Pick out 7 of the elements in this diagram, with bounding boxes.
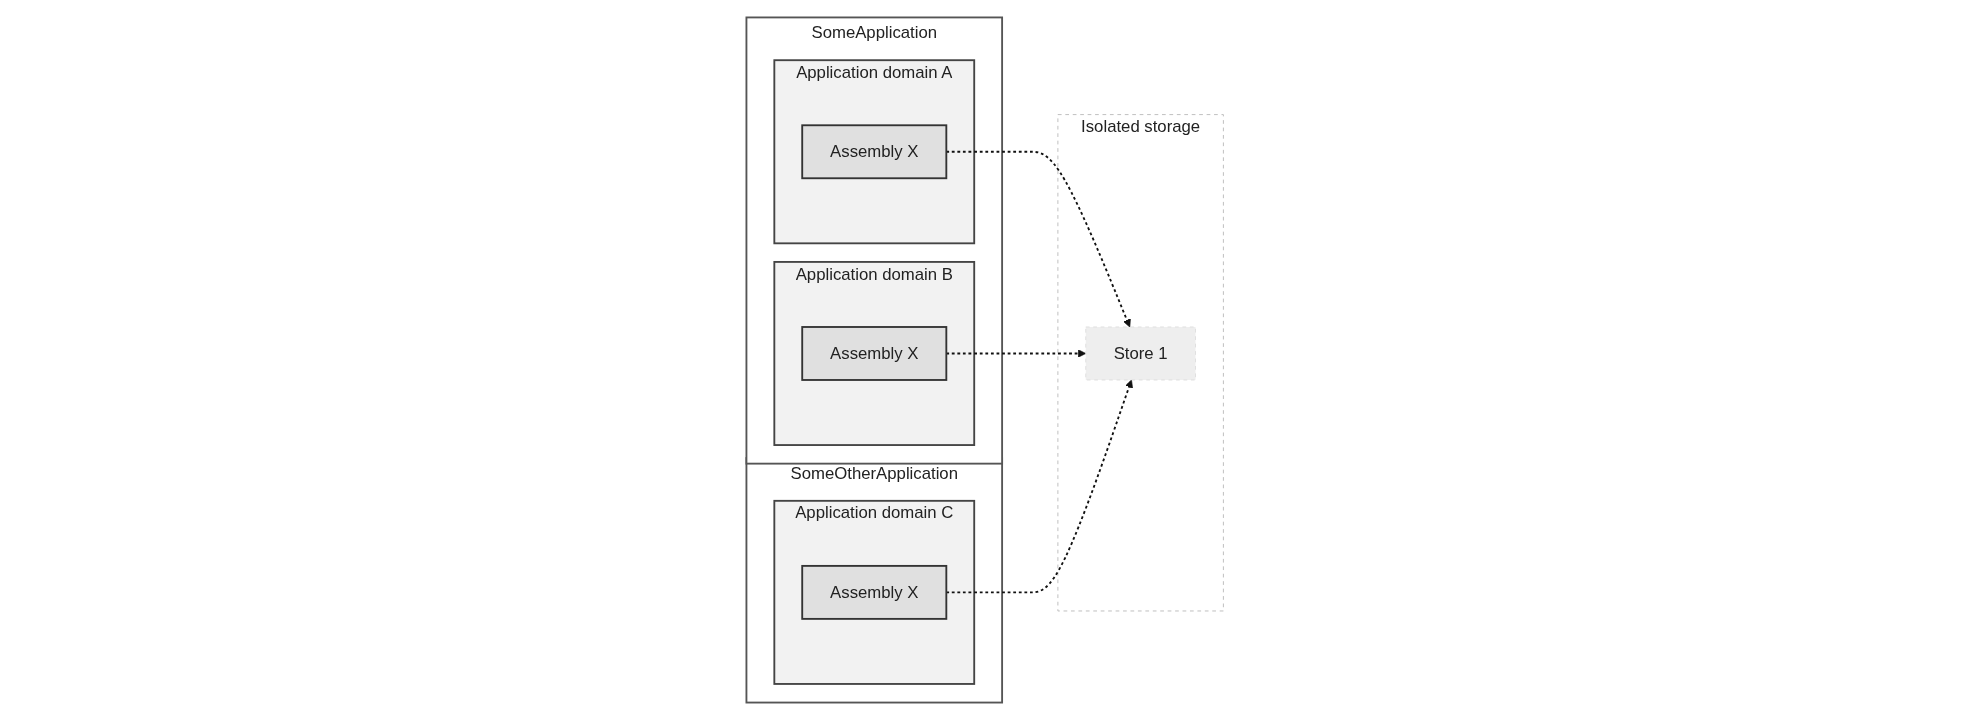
node-box: Assembly X <box>800 564 947 620</box>
node-box: Store 1 <box>1084 326 1196 381</box>
arrow <box>945 150 1131 328</box>
arrow <box>945 349 1086 358</box>
node-box: Assembly X <box>800 326 947 381</box>
arrow <box>945 379 1133 594</box>
node-box: Assembly X <box>800 124 947 180</box>
